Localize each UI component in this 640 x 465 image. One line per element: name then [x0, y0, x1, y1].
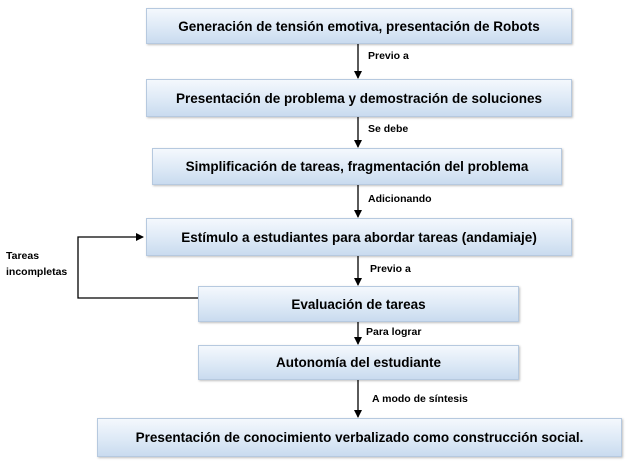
node-text: Simplificación de tareas, fragmentación … [185, 159, 529, 174]
node-text: Estímulo a estudiantes para abordar tare… [181, 229, 537, 245]
node-text: Presentación de problema y demostración … [175, 90, 543, 106]
edge-label-tareas-incompletas: Tareas incompletas [6, 248, 67, 280]
node-student-autonomy: Autonomía del estudiante [198, 345, 519, 380]
node-text: Autonomía del estudiante [275, 355, 441, 370]
node-knowledge-presentation: Presentación de conocimiento verbalizado… [97, 418, 622, 457]
edge-label-para-lograr: Para lograr [366, 326, 422, 338]
node-task-simplification: Simplificación de tareas, fragmentación … [152, 148, 562, 185]
edge-label-se-debe: Se debe [368, 123, 409, 135]
node-student-stimulus: Estímulo a estudiantes para abordar tare… [146, 218, 572, 256]
node-problem-presentation: Presentación de problema y demostración … [146, 79, 572, 117]
edge-feedback-n5-n4 [77, 233, 198, 299]
node-emotional-tension: Generación de tensión emotiva, presentac… [146, 8, 572, 44]
node-text: Evaluación de tareas [291, 296, 426, 312]
edge-label-previo-a-2: Previo a [370, 263, 411, 275]
edge-label-line-2: incompletas [6, 266, 68, 278]
edge-label-previo-a-1: Previo a [368, 50, 409, 62]
node-text: Presentación de conocimiento verbalizado… [135, 430, 584, 445]
node-text: Generación de tensión emotiva, presentac… [178, 18, 540, 34]
edge-label-line-1: Tareas [6, 250, 40, 262]
edge-label-a-modo-de-sintesis: A modo de síntesis [372, 393, 468, 405]
node-task-evaluation: Evaluación de tareas [198, 286, 519, 322]
edge-label-adicionando: Adicionando [368, 193, 432, 205]
